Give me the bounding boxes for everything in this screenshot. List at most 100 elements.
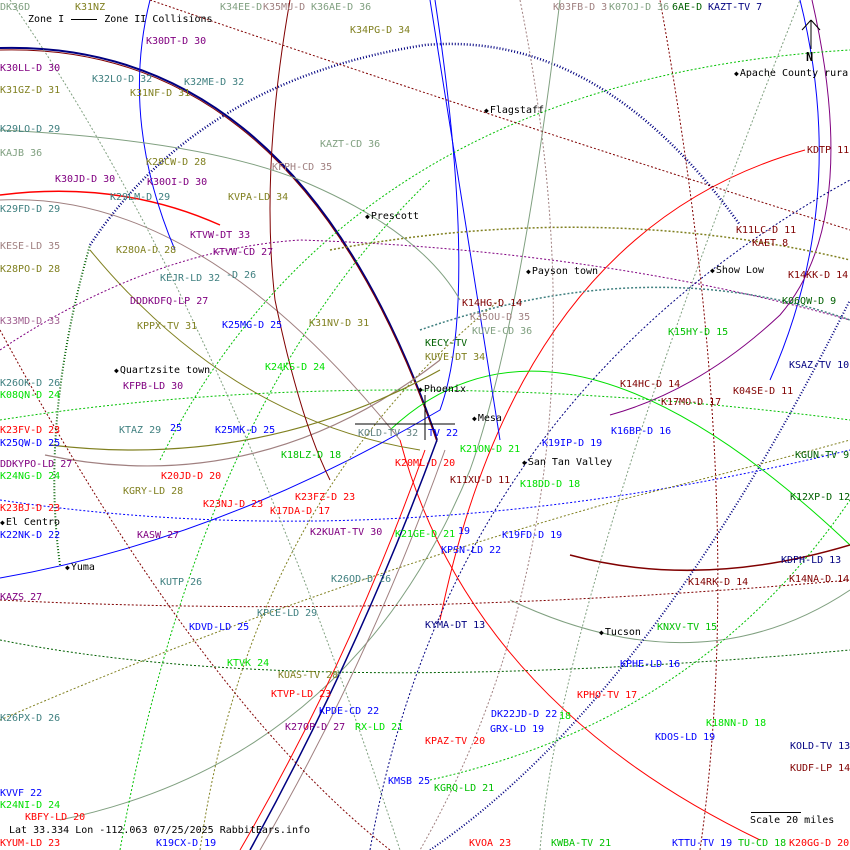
station-label: K28PO-D 28 [0, 264, 61, 275]
station-label: K20JD-D 20 [161, 471, 222, 482]
station-label: K06QW-D 9 [782, 296, 837, 307]
coverage-contour [269, 0, 331, 481]
station-label: K31NV-D 31 [309, 318, 370, 329]
station-label: K19IP-D 19 [542, 438, 603, 449]
station-label: 25 [170, 423, 183, 434]
coverage-contour [329, 226, 850, 261]
coverage-contour [49, 369, 441, 451]
station-label: KPAZ-TV 20 [425, 736, 486, 747]
city-marker: ◆Tucson [599, 627, 641, 639]
station-label: K34PG-D 34 [350, 25, 411, 36]
station-label: K23FV-D 23 [0, 425, 61, 436]
station-label: K16BP-D 16 [611, 426, 672, 437]
coverage-contour [0, 199, 401, 441]
coverage-contour [249, 439, 438, 850]
station-label: KOLD-TV 32 [358, 428, 419, 439]
station-label: K24NG-D 24 [0, 471, 61, 482]
station-label: K19CX-D 19 [156, 838, 217, 849]
station-label: K23BJ-D 23 [0, 503, 61, 514]
station-label: GRX-LD 19 [490, 724, 545, 735]
station-label: K24KS-D 24 [265, 362, 326, 373]
coverage-contour [0, 49, 438, 443]
station-label: KVPA-LD 34 [228, 192, 289, 203]
station-label: K14RK-D 14 [688, 577, 749, 588]
coverage-contour [0, 46, 438, 441]
station-label: 6AE-D [672, 2, 703, 13]
station-label: K32ME-D 32 [184, 77, 245, 88]
coverage-contour [0, 389, 850, 421]
station-label: KTAZ 29 [119, 425, 162, 436]
station-label: KPCE-LD 29 [257, 608, 318, 619]
station-label: KMSB 25 [388, 776, 431, 787]
station-label: K30LL-D 30 [0, 63, 61, 74]
station-label: KUTP 26 [160, 577, 203, 588]
station-label: K14HC-D 14 [620, 379, 681, 390]
station-label: -D 26 [226, 270, 257, 281]
coverage-contour [0, 239, 850, 351]
city-dot-icon: ◆ [484, 106, 489, 115]
station-label: KASW 27 [137, 530, 180, 541]
coverage-contour [509, 589, 850, 644]
coverage-contour [149, 0, 850, 231]
coverage-contour [53, 244, 91, 566]
station-label: K25QW-D 25 [0, 438, 61, 449]
coverage-contour [439, 149, 806, 621]
city-name: Quartzsite town [119, 365, 211, 376]
station-label: K31NZ [75, 2, 106, 13]
coverage-contour [429, 499, 850, 781]
station-label: KPPX-TV 31 [137, 321, 198, 332]
scale-label: Scale 20 miles [750, 815, 835, 826]
station-label: K25MG-D 25 [222, 320, 283, 331]
station-label: K29LM-D 29 [110, 192, 171, 203]
coverage-contour [0, 579, 850, 608]
station-label: K29FD-D 29 [0, 204, 61, 215]
city-marker: ◆Yuma [65, 562, 95, 574]
coverage-contour [88, 42, 742, 246]
station-label: KYMA-DT 13 [425, 620, 486, 631]
station-label: KOLD-TV 13 [790, 741, 850, 752]
city-dot-icon: ◆ [526, 267, 531, 276]
station-label: KTVW-DT 33 [190, 230, 251, 241]
coverage-contour [429, 299, 850, 850]
station-label: K15HY-D 15 [668, 327, 729, 338]
city-dot-icon: ◆ [365, 212, 370, 221]
city-name: Payson town [531, 266, 599, 277]
city-name: Yuma [70, 562, 95, 573]
station-label: K21GE-D 21 [395, 529, 456, 540]
city-name: Flagstaff [489, 105, 545, 116]
city-dot-icon: ◆ [734, 69, 739, 78]
station-label: KGUN-TV 9 [795, 450, 850, 461]
station-label: K12XP-D 12 [790, 492, 850, 503]
station-label: KAZT-CD 36 [320, 139, 381, 150]
station-label: KBFY-LD 20 [25, 812, 86, 823]
coverage-contour [399, 439, 761, 841]
coverage-contour [369, 179, 850, 850]
station-label: K29LO-D 29 [0, 124, 61, 135]
station-label: TU-CD 18 [738, 838, 787, 849]
station-label: K24NI-D 24 [0, 800, 61, 811]
city-dot-icon: ◆ [710, 266, 715, 275]
station-label: K30DT-D 30 [146, 36, 207, 47]
station-label: KWBA-TV 21 [551, 838, 612, 849]
station-label: KUAS-TV 28 [278, 670, 339, 681]
coverage-contour [138, 0, 176, 251]
station-label: K03FB-D 3 [553, 2, 608, 13]
coverage-contour [239, 449, 426, 850]
legend-zone2: Zone II Collisions [104, 14, 213, 25]
station-label: K14KK-D 14 [788, 270, 849, 281]
coverage-contour [0, 639, 850, 674]
station-label: KPDE-CD 22 [319, 706, 380, 717]
coverage-contour [0, 0, 460, 579]
station-label: KYUM-LD 23 [0, 838, 61, 849]
coverage-contour [44, 359, 441, 467]
station-label: KVVF 22 [0, 788, 43, 799]
north-label: N [806, 50, 814, 64]
station-label: KTVP-LD 23 [271, 689, 332, 700]
coverage-contour [419, 0, 554, 850]
station-label: K28OA-D 28 [116, 245, 177, 256]
station-label: K20GG-D 20 [789, 838, 850, 849]
station-label: K30JD-D 30 [55, 174, 116, 185]
station-label: K26OD-D 26 [331, 574, 392, 585]
